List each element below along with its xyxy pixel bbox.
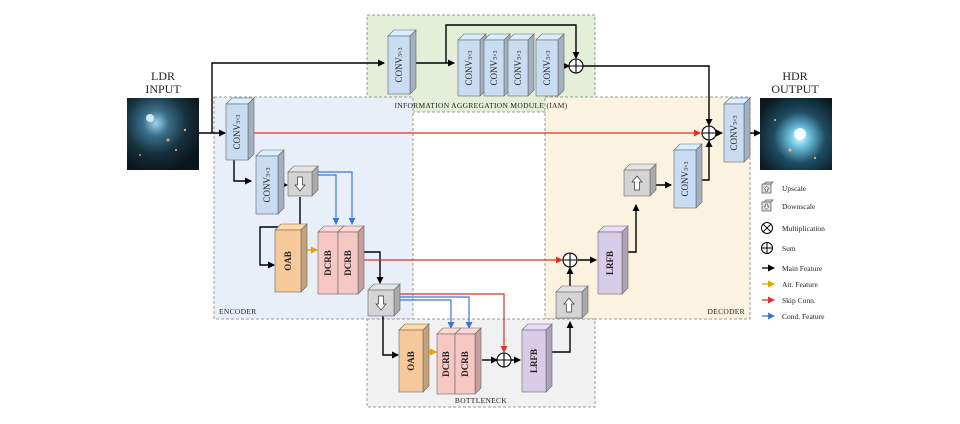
decoder-conv-label: CONV3×3 bbox=[680, 162, 690, 197]
legend-main-feature-item: Main Feature bbox=[762, 264, 823, 273]
encoder-oab-label: OAB bbox=[283, 251, 293, 271]
legend-att-feature-item: Att. Feature bbox=[762, 280, 818, 289]
encoder-conv-input: CONV3×3 bbox=[225, 97, 255, 161]
iam-conv-3: CONV3×3 bbox=[483, 33, 511, 97]
decoder-upscale-1 bbox=[555, 285, 589, 319]
output-sum-node bbox=[701, 125, 717, 141]
decoder-lrfb-label: LRFB bbox=[605, 251, 615, 275]
iam-conv-2-label: CONV3×3 bbox=[464, 51, 474, 86]
down-arrow-icon bbox=[294, 176, 306, 192]
ldr-input-image bbox=[127, 98, 199, 170]
legend-main-feature-label: Main Feature bbox=[782, 264, 823, 273]
hdr-output-image bbox=[760, 98, 832, 170]
skip-connection-lines bbox=[248, 129, 701, 353]
iam-conv-5: CONV3×3 bbox=[535, 33, 565, 97]
encoder-dcrb-2-label: DCRB bbox=[343, 250, 353, 276]
encoder-label: ENCODER bbox=[219, 307, 257, 316]
iam-conv-1-label: CONV3×3 bbox=[394, 48, 404, 83]
decoder-sum-node bbox=[562, 252, 578, 268]
decoder-lrfb: LRFB bbox=[597, 225, 629, 295]
legend-upscale-item: Upscale bbox=[761, 181, 807, 194]
legend-sum-label: Sum bbox=[782, 244, 796, 253]
legend-skip-conn-item: Skip Conn. bbox=[762, 296, 816, 305]
bottleneck-sum-node bbox=[496, 352, 512, 368]
down-arrow-icon bbox=[375, 295, 387, 311]
legend-sum-item: Sum bbox=[761, 242, 796, 254]
iam-label: INFORMATION AGGREGATION MODULE (IAM) bbox=[394, 101, 567, 110]
encoder-downscale-2 bbox=[367, 283, 401, 317]
encoder-dcrb-1-label: DCRB bbox=[323, 250, 333, 276]
legend-cond-feature-item: Cond. Feature bbox=[762, 312, 825, 321]
encoder-conv-input-label: CONV3×3 bbox=[232, 115, 242, 150]
encoder-conv-2: CONV3×3 bbox=[255, 149, 285, 215]
bottleneck-label: BOTTLENECK bbox=[455, 396, 507, 405]
up-arrow-icon bbox=[563, 297, 575, 313]
multiplication-icon bbox=[761, 222, 773, 234]
encoder-downscale-1 bbox=[287, 165, 319, 197]
legend-multiplication-label: Multiplication bbox=[782, 224, 825, 233]
output-label-line2: OUTPUT bbox=[771, 82, 819, 96]
bottleneck-dcrb-2-label: DCRB bbox=[460, 351, 470, 377]
upscale-icon bbox=[761, 181, 774, 194]
input-label-line1: LDR bbox=[151, 69, 175, 83]
legend-multiplication-item: Multiplication bbox=[761, 222, 825, 234]
output-label-line1: HDR bbox=[782, 69, 807, 83]
iam-conv-2: CONV3×3 bbox=[457, 33, 487, 97]
legend-downscale-item: Downscale bbox=[761, 199, 816, 212]
input-label-line2: INPUT bbox=[145, 82, 181, 96]
bottleneck-oab: OAB bbox=[398, 323, 430, 393]
cond-feature-lines bbox=[316, 171, 473, 329]
sum-icon bbox=[761, 242, 773, 254]
iam-conv-1: CONV3×3 bbox=[387, 29, 417, 95]
decoder-conv: CONV3×3 bbox=[673, 143, 703, 209]
output-conv: CONV3×3 bbox=[723, 97, 751, 163]
bottleneck-lrfb-label: LRFB bbox=[529, 349, 539, 373]
iam-conv-4-label: CONV3×3 bbox=[513, 51, 523, 86]
legend-skip-conn-label: Skip Conn. bbox=[782, 296, 816, 305]
iam-conv-3-label: CONV3×3 bbox=[489, 51, 499, 86]
bottleneck-dcrb-1-label: DCRB bbox=[441, 351, 451, 377]
encoder-oab: OAB bbox=[274, 223, 308, 293]
legend-downscale-label: Downscale bbox=[782, 202, 816, 211]
legend-cond-feature-label: Cond. Feature bbox=[782, 312, 825, 321]
legend: Upscale Downscale Multiplication Sum bbox=[761, 181, 825, 321]
bottleneck-lrfb: LRFB bbox=[521, 323, 553, 393]
encoder-conv-2-label: CONV3×3 bbox=[262, 168, 272, 203]
iam-conv-4: CONV3×3 bbox=[507, 33, 535, 97]
decoder-label: DECODER bbox=[707, 307, 745, 316]
bottleneck-dcrb-2: DCRB bbox=[454, 327, 482, 395]
blocks-layer: CONV3×3CONV3×3CONV3×3CONV3×3CONV3×3CONV3… bbox=[225, 29, 751, 395]
downscale-icon bbox=[761, 199, 774, 212]
output-conv-label: CONV3×3 bbox=[729, 116, 739, 151]
iam-conv-5-label: CONV3×3 bbox=[542, 51, 552, 86]
encoder-dcrb-2: DCRB bbox=[337, 225, 365, 295]
up-arrow-icon bbox=[631, 175, 643, 191]
iam-sum-node bbox=[568, 58, 584, 74]
bottleneck-oab-label: OAB bbox=[406, 351, 416, 371]
decoder-upscale-2 bbox=[623, 163, 657, 197]
legend-att-feature-label: Att. Feature bbox=[782, 280, 818, 289]
legend-upscale-label: Upscale bbox=[782, 184, 807, 193]
